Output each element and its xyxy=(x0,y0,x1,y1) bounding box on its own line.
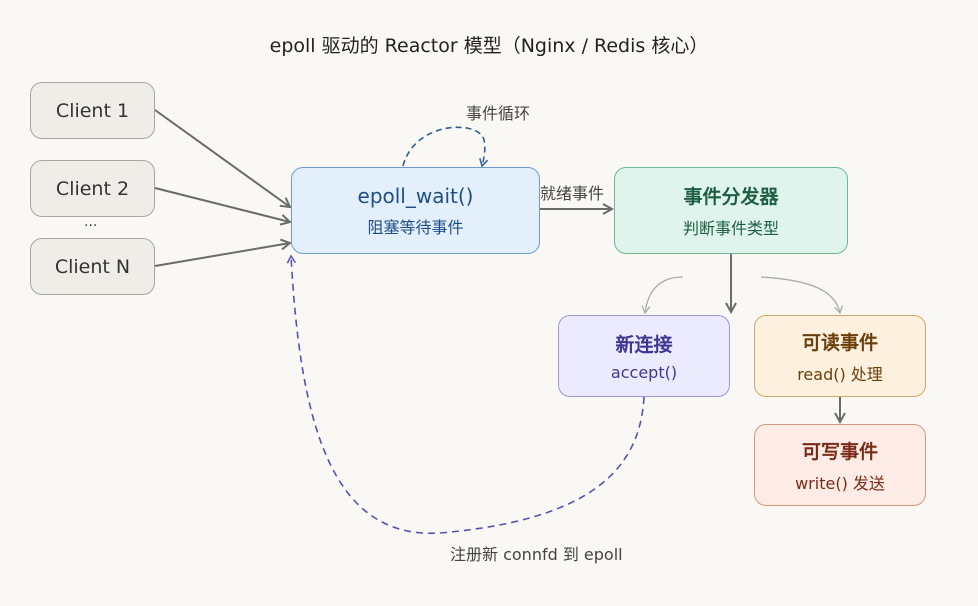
client-node-1[interactable]: Client 1 xyxy=(30,82,155,139)
edge-dispatcher-readable xyxy=(760,276,844,315)
edge-client2-epoll xyxy=(154,187,290,222)
node-subtitle: read() 处理 xyxy=(797,364,883,384)
client-label: Client 2 xyxy=(55,177,130,200)
node-subtitle: 阻塞等待事件 xyxy=(367,217,464,237)
writable-event-node[interactable]: 可写事件 write() 发送 xyxy=(754,424,926,506)
epoll-wait-node[interactable]: epoll_wait() 阻塞等待事件 xyxy=(291,167,540,254)
node-title: epoll_wait() xyxy=(357,183,474,208)
client-node-2[interactable]: Client 2 xyxy=(30,160,155,217)
edge-clientN-epoll xyxy=(154,243,290,267)
dispatcher-node[interactable]: 事件分发器 判断事件类型 xyxy=(614,167,848,254)
edge-label-register: 注册新 connfd 到 epoll xyxy=(450,545,623,564)
client-label: Client N xyxy=(54,255,131,278)
node-title: 事件分发器 xyxy=(683,186,779,208)
new-connection-node[interactable]: 新连接 accept() xyxy=(558,315,730,397)
edge-label-ready-events: 就绪事件 xyxy=(540,184,605,203)
node-title: 可读事件 xyxy=(801,331,878,354)
edge-client1-epoll xyxy=(154,109,290,207)
node-title: 新连接 xyxy=(615,334,673,356)
clients-ellipsis: ... xyxy=(84,214,98,230)
edge-event-loop xyxy=(402,126,489,168)
edge-label-event-loop: 事件循环 xyxy=(466,104,531,123)
diagram-title: epoll 驱动的 Reactor 模型（Nginx / Redis 核心） xyxy=(269,35,709,57)
client-node-n[interactable]: Client N xyxy=(30,238,155,295)
edge-dispatcher-newconn xyxy=(641,276,684,315)
client-label: Client 1 xyxy=(55,99,130,122)
node-subtitle: accept() xyxy=(610,363,678,382)
node-subtitle: write() 发送 xyxy=(795,473,885,493)
node-title: 可写事件 xyxy=(801,440,878,463)
node-subtitle: 判断事件类型 xyxy=(682,219,779,238)
readable-event-node[interactable]: 可读事件 read() 处理 xyxy=(754,315,926,397)
